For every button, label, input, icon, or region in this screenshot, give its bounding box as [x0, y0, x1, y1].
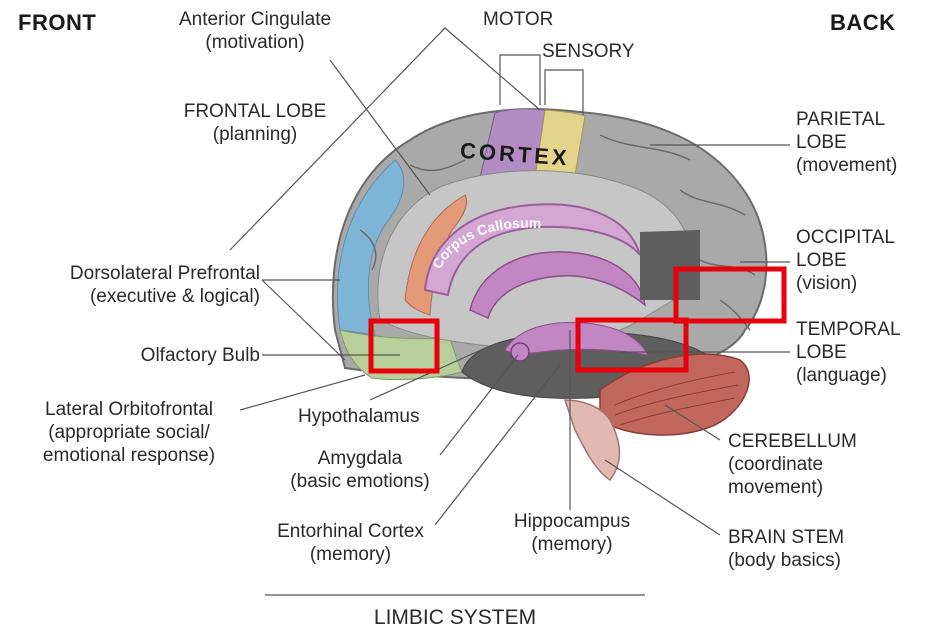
occipital-lobe-label: OCCIPITAL LOBE (vision) — [796, 226, 895, 295]
back-header: BACK — [830, 10, 896, 36]
label-line: (vision) — [796, 272, 895, 295]
occipital-dark-region — [640, 230, 700, 300]
brain-stem-label: BRAIN STEM (body basics) — [728, 526, 844, 572]
label-line: LOBE — [796, 341, 901, 364]
label-line: Amygdala — [270, 447, 450, 470]
label-line: (movement) — [796, 154, 897, 177]
label-line: Entorhinal Cortex — [258, 520, 443, 543]
label-line: (planning) — [160, 123, 350, 146]
label-line: (executive & logical) — [10, 285, 260, 308]
hippocampus-label: Hippocampus (memory) — [492, 510, 652, 556]
cerebellum-label: CEREBELLUM (coordinate movement) — [728, 430, 857, 499]
label-line: (body basics) — [728, 549, 844, 572]
hypothalamus-label: Hypothalamus — [298, 405, 419, 428]
label-line: Lateral Orbitofrontal — [18, 398, 240, 421]
label-line: OCCIPITAL — [796, 226, 895, 249]
label-line: emotional response) — [18, 444, 240, 467]
label-line: (coordinate — [728, 453, 857, 476]
front-header: FRONT — [18, 10, 96, 36]
label-line: (language) — [796, 364, 901, 387]
label-line: LOBE — [796, 131, 897, 154]
label-line: TEMPORAL — [796, 318, 901, 341]
olfactory-bulb-label: Olfactory Bulb — [10, 344, 260, 367]
label-line: (basic emotions) — [270, 470, 450, 493]
label-line: PARIETAL — [796, 108, 897, 131]
label-line: FRONTAL LOBE — [160, 100, 350, 123]
label-line: LOBE — [796, 249, 895, 272]
label-line: Anterior Cingulate — [160, 8, 350, 31]
dorsolateral-prefrontal-label: Dorsolateral Prefrontal (executive & log… — [10, 262, 260, 308]
label-line: BRAIN STEM — [728, 526, 844, 549]
label-line: movement) — [728, 476, 857, 499]
temporal-lobe-label: TEMPORAL LOBE (language) — [796, 318, 901, 387]
entorhinal-cortex-label: Entorhinal Cortex (memory) — [258, 520, 443, 566]
amygdala-label: Amygdala (basic emotions) — [270, 447, 450, 493]
anterior-cingulate-label: Anterior Cingulate (motivation) — [160, 8, 350, 54]
label-line: (motivation) — [160, 31, 350, 54]
parietal-lobe-label: PARIETAL LOBE (movement) — [796, 108, 897, 177]
amygdala-shape — [511, 343, 529, 361]
lateral-orbitofrontal-label: Lateral Orbitofrontal (appropriate socia… — [18, 398, 240, 467]
sensory-label: SENSORY — [542, 40, 635, 63]
label-line: CEREBELLUM — [728, 430, 857, 453]
limbic-system-label: LIMBIC SYSTEM — [265, 606, 645, 629]
label-line: (memory) — [492, 533, 652, 556]
label-line: (appropriate social/ — [18, 421, 240, 444]
motor-label: MOTOR — [483, 8, 553, 31]
label-line: Dorsolateral Prefrontal — [10, 262, 260, 285]
frontal-lobe-label: FRONTAL LOBE (planning) — [160, 100, 350, 146]
label-line: Hippocampus — [492, 510, 652, 533]
label-line: (memory) — [258, 543, 443, 566]
